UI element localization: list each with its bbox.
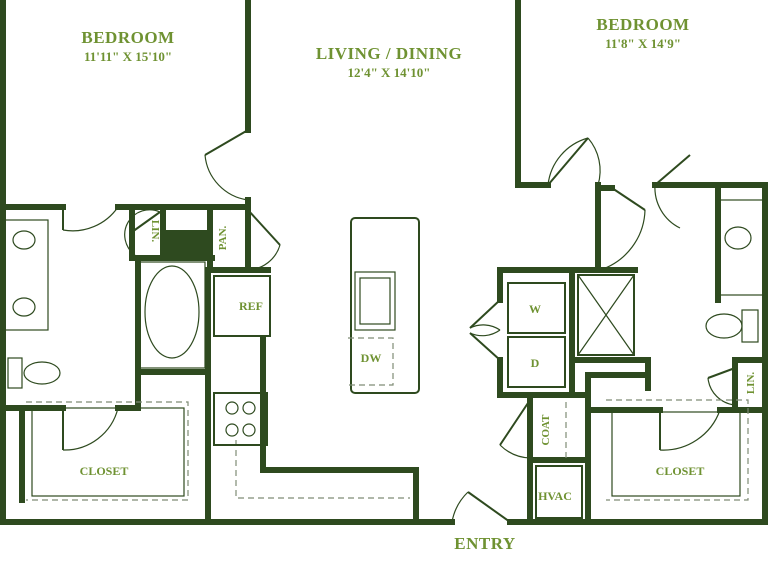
bathtub [139, 261, 206, 369]
label-pantry: PAN. [217, 225, 229, 250]
doors [62, 129, 736, 523]
wall-fill [163, 230, 208, 258]
refrigerator [213, 275, 271, 337]
sink [354, 271, 396, 331]
label-washer: W [529, 302, 541, 316]
hvac-unit [535, 465, 583, 519]
shower [577, 274, 635, 356]
stove [213, 392, 268, 446]
label-lin-right: LIN. [745, 372, 757, 395]
labels: BEDROOM 11'11" X 15'10" LIVING / DINING … [80, 15, 757, 553]
closet-rods [26, 399, 749, 501]
kitchen-island [350, 217, 420, 394]
room-name-bedroom-right: BEDROOM [596, 15, 689, 34]
label-dryer: D [531, 356, 540, 370]
room-name-closet-right: CLOSET [656, 464, 705, 478]
label-hvac: HVAC [538, 489, 572, 503]
label-lin-left: LIN. [149, 220, 161, 243]
label-coat: COAT [540, 414, 552, 446]
room-dims-bedroom-right: 11'8" X 14'9" [605, 36, 681, 51]
vanity-right [717, 199, 764, 296]
label-ref: REF [239, 299, 263, 313]
dryer [507, 336, 566, 388]
washer [507, 282, 566, 334]
vanity-left [2, 219, 49, 331]
room-name-living: LIVING / DINING [316, 44, 462, 63]
label-entry: ENTRY [454, 534, 515, 553]
fixtures [2, 199, 764, 519]
room-name-closet-left: CLOSET [80, 464, 129, 478]
room-dims-living: 12'4" X 14'10" [347, 65, 430, 80]
label-dw: DW [361, 351, 382, 365]
room-name-bedroom-left: BEDROOM [81, 28, 174, 47]
room-dims-bedroom-left: 11'11" X 15'10" [84, 49, 172, 64]
